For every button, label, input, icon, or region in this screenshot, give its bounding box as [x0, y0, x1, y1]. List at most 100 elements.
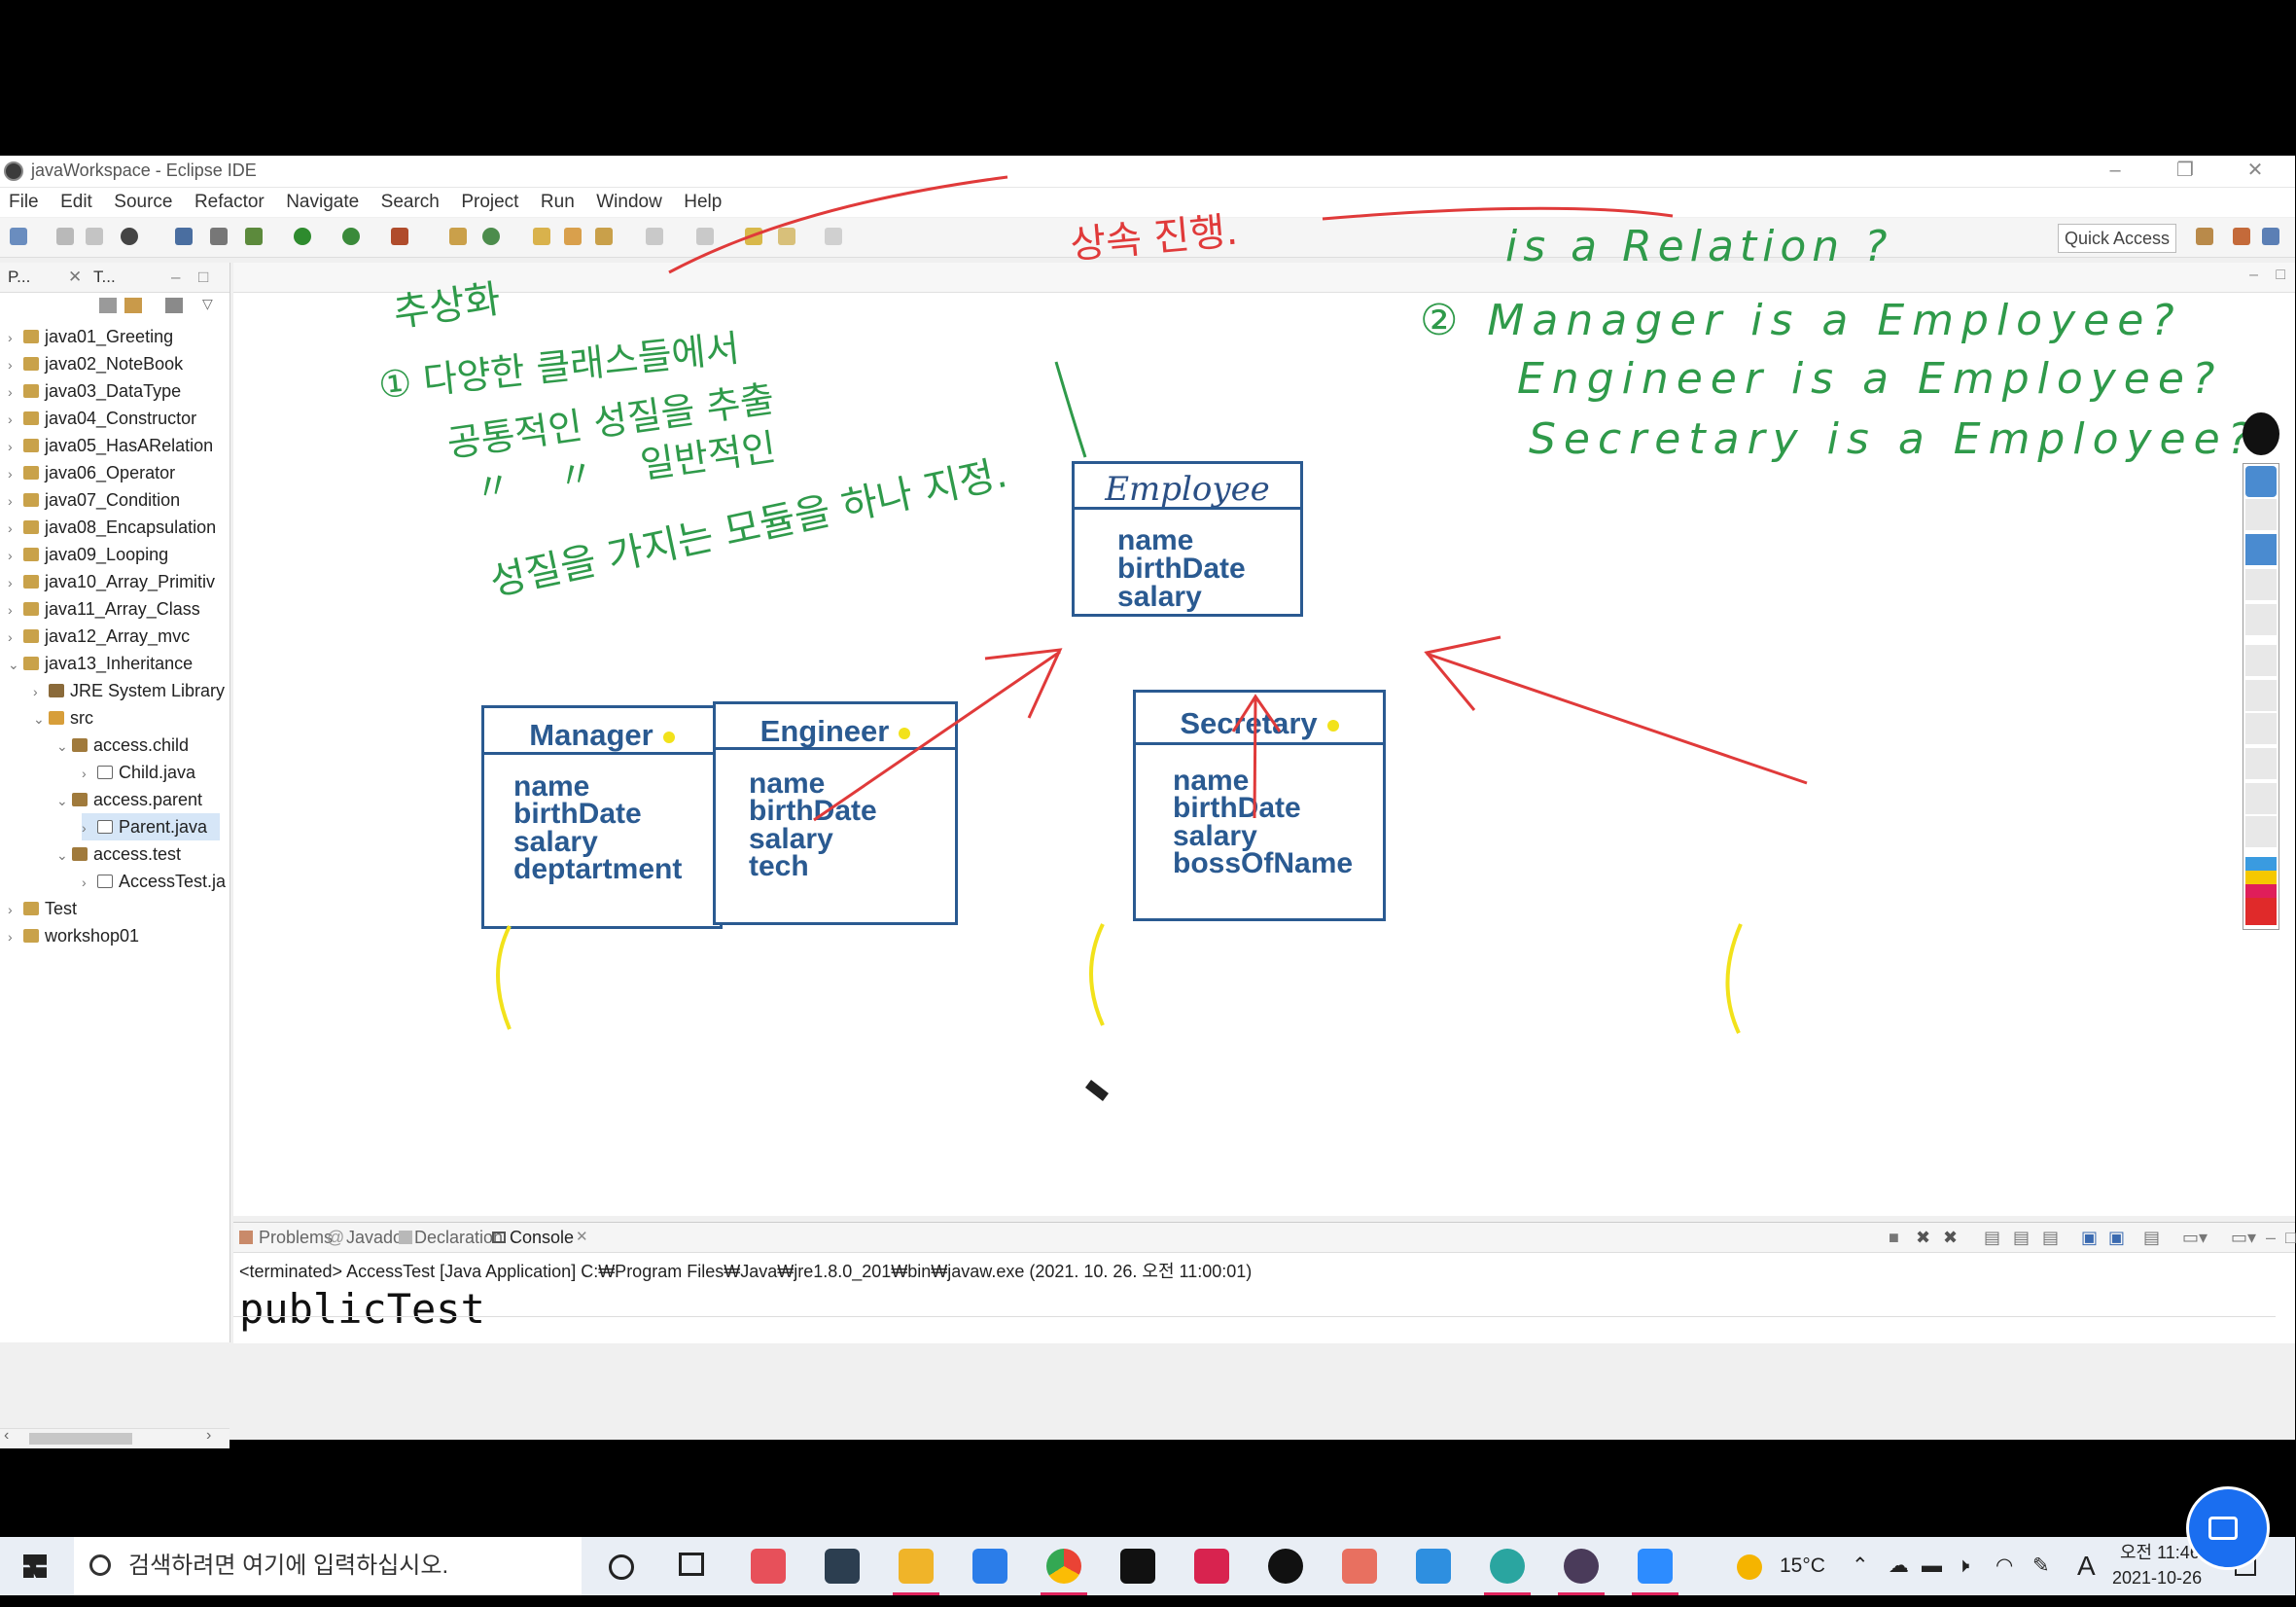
tab-problems[interactable]: Problems: [259, 1228, 334, 1247]
vscode-icon[interactable]: [1416, 1549, 1451, 1584]
dot-size-icon[interactable]: [2245, 645, 2277, 676]
menu-file[interactable]: File: [9, 192, 39, 212]
pycharm-icon[interactable]: [1120, 1549, 1155, 1584]
minimize-icon[interactable]: –: [2109, 160, 2121, 181]
cursor-icon[interactable]: [2245, 499, 2277, 530]
open-perspective-icon[interactable]: [2196, 228, 2213, 245]
java-ee-perspective-icon[interactable]: [2233, 228, 2250, 245]
tab-javadoc[interactable]: Javadoc: [346, 1228, 412, 1247]
menu-run[interactable]: Run: [540, 192, 575, 212]
save-all-icon[interactable]: [86, 228, 103, 245]
java-perspective-icon[interactable]: [2262, 228, 2279, 245]
cortana-icon[interactable]: [609, 1554, 634, 1580]
editor-area[interactable]: – □ Employee name birthDate salary Manag…: [233, 263, 2295, 1216]
collapse-all-icon[interactable]: [99, 298, 117, 313]
menu-edit[interactable]: Edit: [60, 192, 92, 212]
scrollbar-thumb[interactable]: [29, 1433, 132, 1445]
terminate-icon[interactable]: ■: [1889, 1228, 1899, 1247]
menu-refactor[interactable]: Refactor: [194, 192, 265, 212]
pen-icon[interactable]: ✎: [2032, 1554, 2050, 1577]
open-task-icon[interactable]: [564, 228, 582, 245]
tree-item[interactable]: ⌄src: [33, 708, 93, 728]
undo-icon[interactable]: [2245, 680, 2277, 711]
scroll-right-icon[interactable]: ›: [206, 1427, 212, 1444]
minimize-view-icon[interactable]: –: [171, 268, 181, 286]
tree-item[interactable]: ›Child.java: [82, 763, 196, 782]
tree-item[interactable]: ›JRE System Library: [33, 681, 226, 700]
terminal-icon[interactable]: [175, 228, 193, 245]
minimize-panel-icon[interactable]: –: [2266, 1228, 2277, 1247]
eraser-tool-icon[interactable]: [2245, 604, 2277, 635]
tree-item[interactable]: ›java08_Encapsulation: [8, 518, 217, 537]
annotation-app-icon[interactable]: [1268, 1549, 1303, 1584]
new-java-project-icon[interactable]: [449, 228, 467, 245]
clock-date[interactable]: 2021-10-26: [2112, 1568, 2203, 1588]
tab-declaration[interactable]: Declaration: [414, 1228, 504, 1247]
tab-type-hierarchy[interactable]: T...: [93, 268, 116, 286]
trash-icon[interactable]: [2245, 713, 2277, 744]
zoom-taskbar-icon[interactable]: [1632, 1549, 1678, 1595]
console-scrollbar[interactable]: [233, 1316, 2276, 1333]
battery-icon[interactable]: ▬: [1922, 1554, 1942, 1577]
scroll-left-icon[interactable]: ‹: [4, 1427, 10, 1444]
tree-item[interactable]: ›java05_HasARelation: [8, 436, 214, 455]
tree-item[interactable]: ⌄access.test: [56, 844, 182, 864]
tree-item[interactable]: ›workshop01: [8, 926, 140, 946]
remove-launch-icon[interactable]: ✖: [1916, 1228, 1931, 1247]
taskbar-search-box[interactable]: 검색하려면 여기에 입력하십시오.: [74, 1537, 582, 1595]
line-tool-icon[interactable]: [2245, 569, 2277, 600]
tree-item[interactable]: ›java03_DataType: [8, 381, 182, 401]
open-console-icon[interactable]: ▭▾: [2231, 1228, 2257, 1247]
file-explorer-icon[interactable]: [893, 1549, 939, 1595]
chrome-icon[interactable]: [1041, 1549, 1087, 1595]
show-console-stderr-icon[interactable]: ▣: [2108, 1228, 2126, 1247]
tree-item[interactable]: ›java07_Condition: [8, 490, 181, 510]
minimize-editor-icon[interactable]: –: [2249, 267, 2258, 283]
task-view-icon[interactable]: [679, 1553, 704, 1576]
annotation-tool-logo-icon[interactable]: [2243, 412, 2279, 455]
eclipse-taskbar-icon[interactable]: [1558, 1549, 1605, 1595]
clear-console-icon[interactable]: ▤: [1984, 1228, 2001, 1247]
forward-icon[interactable]: [825, 228, 842, 245]
tab-console[interactable]: Console: [510, 1228, 575, 1247]
tree-item[interactable]: ›java09_Looping: [8, 545, 169, 564]
search-icon[interactable]: [595, 228, 613, 245]
link-editor-icon[interactable]: [124, 298, 142, 313]
menu-navigate[interactable]: Navigate: [286, 192, 360, 212]
windows-start-icon[interactable]: [23, 1554, 47, 1578]
debug-icon[interactable]: [245, 228, 263, 245]
tree-item[interactable]: ›java04_Constructor: [8, 409, 197, 428]
restore-icon[interactable]: ❐: [2176, 160, 2194, 181]
zoom-video-button[interactable]: [2186, 1486, 2270, 1570]
filters-icon[interactable]: [165, 298, 183, 313]
camera-icon[interactable]: [2245, 783, 2277, 814]
menu-project[interactable]: Project: [461, 192, 519, 212]
profile-icon[interactable]: [121, 228, 138, 245]
volume-icon[interactable]: 🕨: [1957, 1554, 1970, 1577]
tree-item-selected[interactable]: ›Parent.java: [82, 813, 220, 840]
tree-item[interactable]: ›AccessTest.ja: [82, 872, 227, 891]
eraser-app-icon[interactable]: [1342, 1549, 1377, 1584]
tree-item[interactable]: ›java11_Array_Class: [8, 599, 200, 619]
view-menu-icon[interactable]: ▽: [202, 296, 213, 311]
tree-item[interactable]: ⌄java13_Inheritance: [8, 654, 194, 673]
save-icon[interactable]: [56, 228, 74, 245]
new-class-icon[interactable]: [482, 228, 500, 245]
network-icon[interactable]: ◠: [1996, 1554, 2014, 1577]
skip-breakpoints-icon[interactable]: [210, 228, 228, 245]
remove-all-icon[interactable]: ✖: [1943, 1228, 1959, 1247]
menu-source[interactable]: Source: [114, 192, 173, 212]
tree-item[interactable]: ›java12_Array_mvc: [8, 626, 191, 646]
maximize-view-icon[interactable]: □: [198, 268, 209, 286]
back-icon[interactable]: [778, 228, 795, 245]
external-tools-icon[interactable]: [391, 228, 408, 245]
onedrive-icon[interactable]: ☁: [1889, 1554, 1909, 1577]
quick-access-field[interactable]: Quick Access: [2058, 224, 2176, 253]
eye-icon[interactable]: [2245, 466, 2277, 497]
maximize-editor-icon[interactable]: □: [2276, 267, 2285, 283]
tree-item[interactable]: ⌄access.child: [56, 735, 190, 755]
sts-icon[interactable]: [1484, 1549, 1531, 1595]
tree-item[interactable]: ›java06_Operator: [8, 463, 176, 482]
close-tab-icon[interactable]: ✕: [68, 268, 83, 286]
word-wrap-icon[interactable]: ▤: [2042, 1228, 2060, 1247]
